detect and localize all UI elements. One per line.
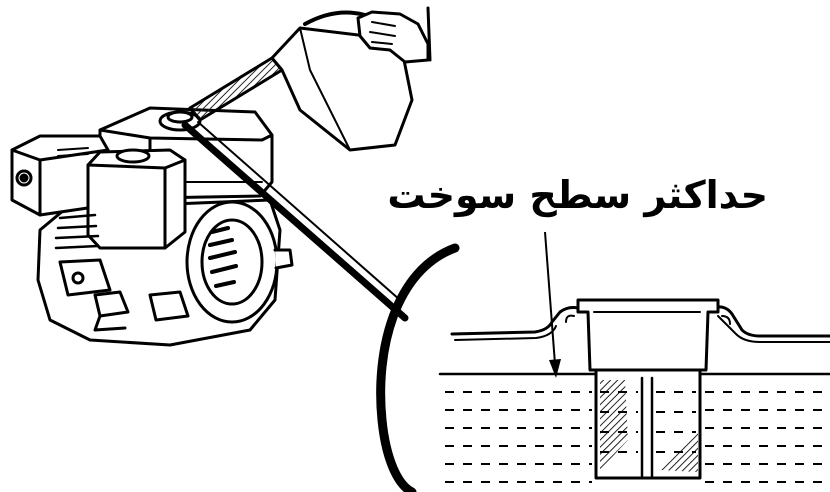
max-fuel-level-label: حداکثر سطح سوخت [438, 165, 768, 225]
zoom-circle-arc [381, 248, 455, 492]
engine-icon [12, 108, 292, 345]
filler-neck-icon [440, 300, 830, 374]
max-level-arrow [545, 232, 561, 378]
strainer-icon [596, 372, 700, 478]
